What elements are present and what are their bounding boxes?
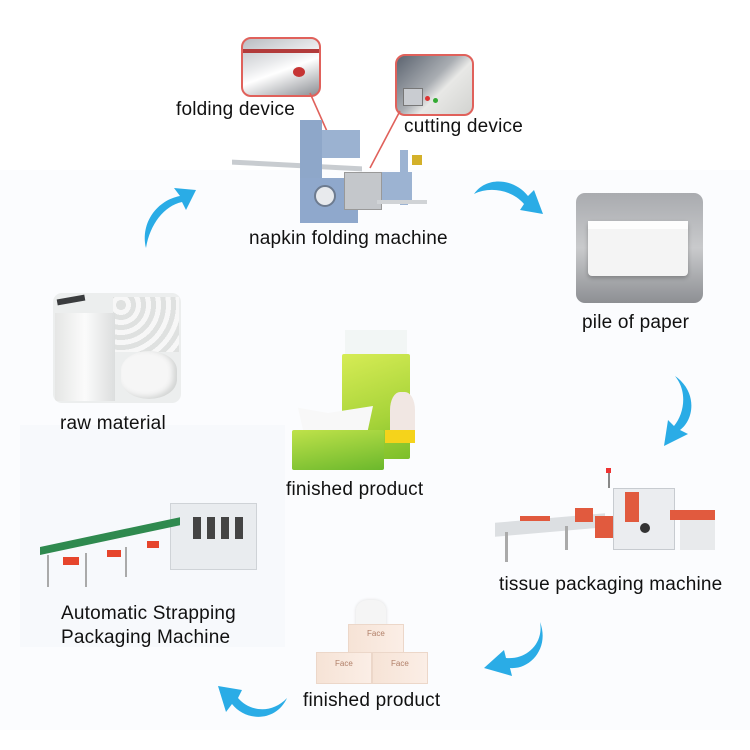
pile-of-paper-image [576,193,703,303]
napkin-folding-machine-label: napkin folding machine [249,228,448,249]
brand-text: Face [367,629,385,638]
pile-of-paper-label: pile of paper [582,312,690,333]
finished-product-boxed-image: Face Face Face [316,600,428,684]
brand-text: Face [335,659,353,668]
tissue-packaging-machine-image [495,468,720,568]
cutting-device-photo [395,54,474,116]
raw-material-label: raw material [60,413,166,434]
raw-material-image [53,293,181,403]
arrow-down-right-icon [474,181,543,214]
arrow-left-icon [484,622,543,676]
strapping-machine-image [35,495,260,605]
arrow-down-left-icon [664,376,692,446]
folding-device-label: folding device [176,99,295,120]
strapping-machine-label-line2: Packaging Machine [61,627,231,648]
tissue-packaging-machine-label: tissue packaging machine [499,574,723,595]
finished-product-boxed-label: finished product [303,690,441,711]
napkin-folding-machine-image [232,120,432,225]
strapping-machine-label-line1: Automatic Strapping [61,603,236,624]
finished-product-center-label: finished product [286,479,424,500]
cutting-callout-line [369,110,401,169]
arrow-up-left-icon [218,686,287,717]
folding-device-photo [241,37,321,97]
cutting-device-label: cutting device [404,116,523,137]
brand-text: Face [391,659,409,668]
arrow-up-right-icon [144,188,196,248]
finished-product-center-image [290,330,420,470]
